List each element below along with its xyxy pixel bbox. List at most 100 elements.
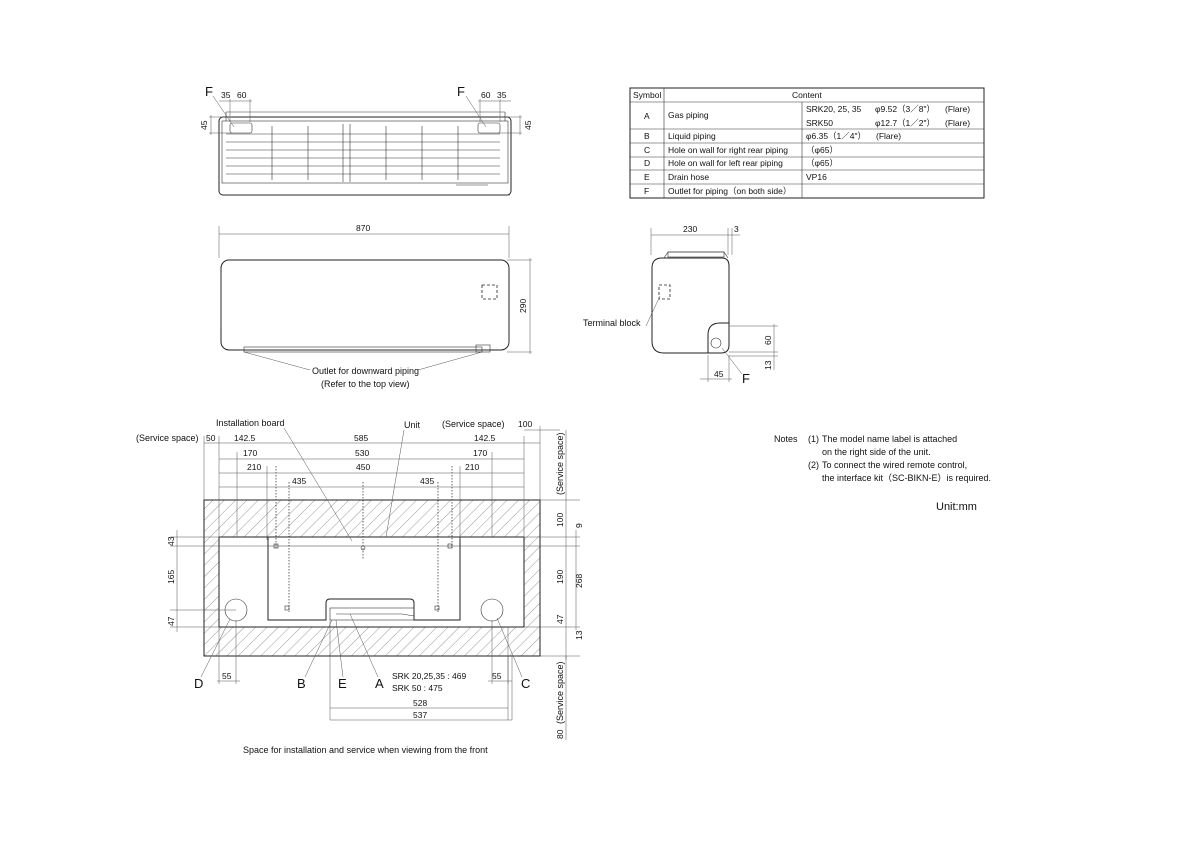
row-a-note-2: (Flare)	[945, 118, 970, 128]
row-f-symbol: F	[644, 186, 649, 196]
row-b-note: (Flare)	[876, 131, 901, 141]
marker-b: B	[297, 676, 306, 691]
dim-13: 13	[763, 360, 773, 370]
dim-210-right: 210	[465, 462, 479, 472]
note-1-number: (1)	[808, 434, 819, 444]
marker-c: C	[521, 676, 530, 691]
service-space-left: (Service space)	[136, 433, 199, 443]
row-a-note-1: (Flare)	[945, 104, 970, 114]
unit-label: Unit	[404, 420, 421, 430]
grille	[226, 124, 500, 182]
row-a-value-1: φ9.52（3／8"）	[875, 104, 935, 114]
dim-435-right: 435	[420, 476, 434, 486]
dim-v80: 80	[555, 729, 565, 739]
header-content: Content	[792, 90, 822, 100]
marker-f-right: F	[457, 84, 465, 99]
dim-v13: 13	[574, 630, 584, 640]
header-symbol: Symbol	[633, 90, 661, 100]
row-e-symbol: E	[644, 172, 650, 182]
outlet-downward-label: Outlet for downward piping	[312, 366, 419, 376]
dim-depth-230: 230	[683, 224, 697, 234]
note-2-text: To connect the wired remote control,	[822, 460, 968, 470]
note-1-text-2: on the right side of the unit.	[822, 447, 931, 457]
note-1-cont: on the right side of the unit.	[774, 446, 1034, 459]
row-a-item: Gas piping	[668, 110, 709, 120]
dim-right-60: 60	[481, 90, 491, 100]
dim-v190: 190	[555, 570, 565, 584]
dim-height-290: 290	[518, 299, 528, 313]
install-caption: Space for installation and service when …	[243, 745, 488, 755]
dim-right-35: 35	[497, 90, 507, 100]
row-a-model-1: SRK20, 25, 35	[806, 104, 862, 114]
installation-view: 50 142.5 585 142.5 100 170 530 170 210 4…	[136, 418, 584, 755]
dim-v100: 100	[555, 513, 565, 527]
row-b-value: φ6.35（1／4"）	[806, 131, 866, 141]
model-line-1: SRK 20,25,35 : 469	[392, 671, 466, 681]
dim-585: 585	[354, 433, 368, 443]
dim-435-left: 435	[292, 476, 306, 486]
outlet-refer-label: (Refer to the top view)	[321, 379, 410, 389]
dim-142-5-right: 142.5	[474, 433, 496, 443]
row-b-symbol: B	[644, 131, 650, 141]
note-2: (2) To connect the wired remote control,	[774, 459, 1034, 472]
dim-v47-left: 47	[166, 616, 176, 626]
dim-142-5-left: 142.5	[234, 433, 256, 443]
dim-210-left: 210	[247, 462, 261, 472]
side-view: 230 3 Terminal block 60 13 45 F	[583, 224, 778, 386]
row-c-value: （φ65）	[806, 145, 838, 155]
row-d-value: （φ65）	[806, 158, 838, 168]
dim-left-60: 60	[237, 90, 247, 100]
marker-f-left: F	[205, 84, 213, 99]
dim-h55-left: 55	[222, 671, 232, 681]
row-a-symbol: A	[644, 111, 650, 121]
dim-h537: 537	[413, 710, 427, 720]
dim-100-top: 100	[518, 419, 532, 429]
note-2-cont: the interface kit（SC-BIKN-E）is required.	[774, 472, 1034, 485]
symbol-table: Symbol Content A Gas piping SRK20, 25, 3…	[629, 87, 985, 199]
dim-45: 45	[714, 369, 724, 379]
dim-60: 60	[763, 335, 773, 345]
marker-f-side: F	[742, 371, 750, 386]
dim-left-45: 45	[199, 120, 209, 130]
row-f-item: Outlet for piping（on both side）	[668, 186, 791, 196]
dim-left-35: 35	[221, 90, 231, 100]
row-e-value: VP16	[806, 172, 827, 182]
row-a-value-2: φ12.7（1／2"）	[875, 118, 935, 128]
dim-h528: 528	[413, 698, 427, 708]
dim-width-870: 870	[356, 223, 370, 233]
notes-block: Notes (1) The model name label is attach…	[774, 433, 1034, 485]
dim-h55-right-text: 55	[492, 671, 502, 681]
dim-50: 50	[206, 433, 216, 443]
row-c-item: Hole on wall for right rear piping	[668, 145, 788, 155]
dim-530: 530	[355, 448, 369, 458]
dim-right-45: 45	[523, 120, 533, 130]
dim-170-right: 170	[473, 448, 487, 458]
service-space-top: (Service space)	[442, 419, 505, 429]
row-d-item: Hole on wall for left rear piping	[668, 158, 783, 168]
row-c-symbol: C	[644, 145, 650, 155]
row-e-item: Drain hose	[668, 172, 709, 182]
dim-450: 450	[356, 462, 370, 472]
notes-title: Notes	[774, 434, 798, 444]
service-space-hatch	[203, 499, 541, 657]
dim-170-left: 170	[243, 448, 257, 458]
service-space-right-top: (Service space)	[555, 432, 565, 495]
dim-v165: 165	[166, 570, 176, 584]
unit-mm-label: Unit:mm	[936, 501, 977, 513]
service-space-right-bottom: (Service space)	[555, 661, 565, 724]
row-a-model-2: SRK50	[806, 118, 833, 128]
model-line-2: SRK 50 : 475	[392, 683, 443, 693]
note-2-text-2: the interface kit（SC-BIKN-E）is required.	[822, 473, 992, 483]
dim-v47-right: 47	[555, 614, 565, 624]
dim-v9: 9	[574, 523, 584, 528]
installation-board-label: Installation board	[216, 418, 285, 428]
row-b-item: Liquid piping	[668, 131, 716, 141]
top-view: 35 60 60 35 45 45 F F	[199, 84, 533, 196]
dim-v268: 268	[574, 574, 584, 588]
dim-gap-3: 3	[734, 224, 739, 234]
marker-e: E	[338, 676, 347, 691]
marker-a: A	[375, 676, 384, 691]
dim-v43: 43	[166, 536, 176, 546]
note-1-text: The model name label is attached	[822, 434, 958, 444]
